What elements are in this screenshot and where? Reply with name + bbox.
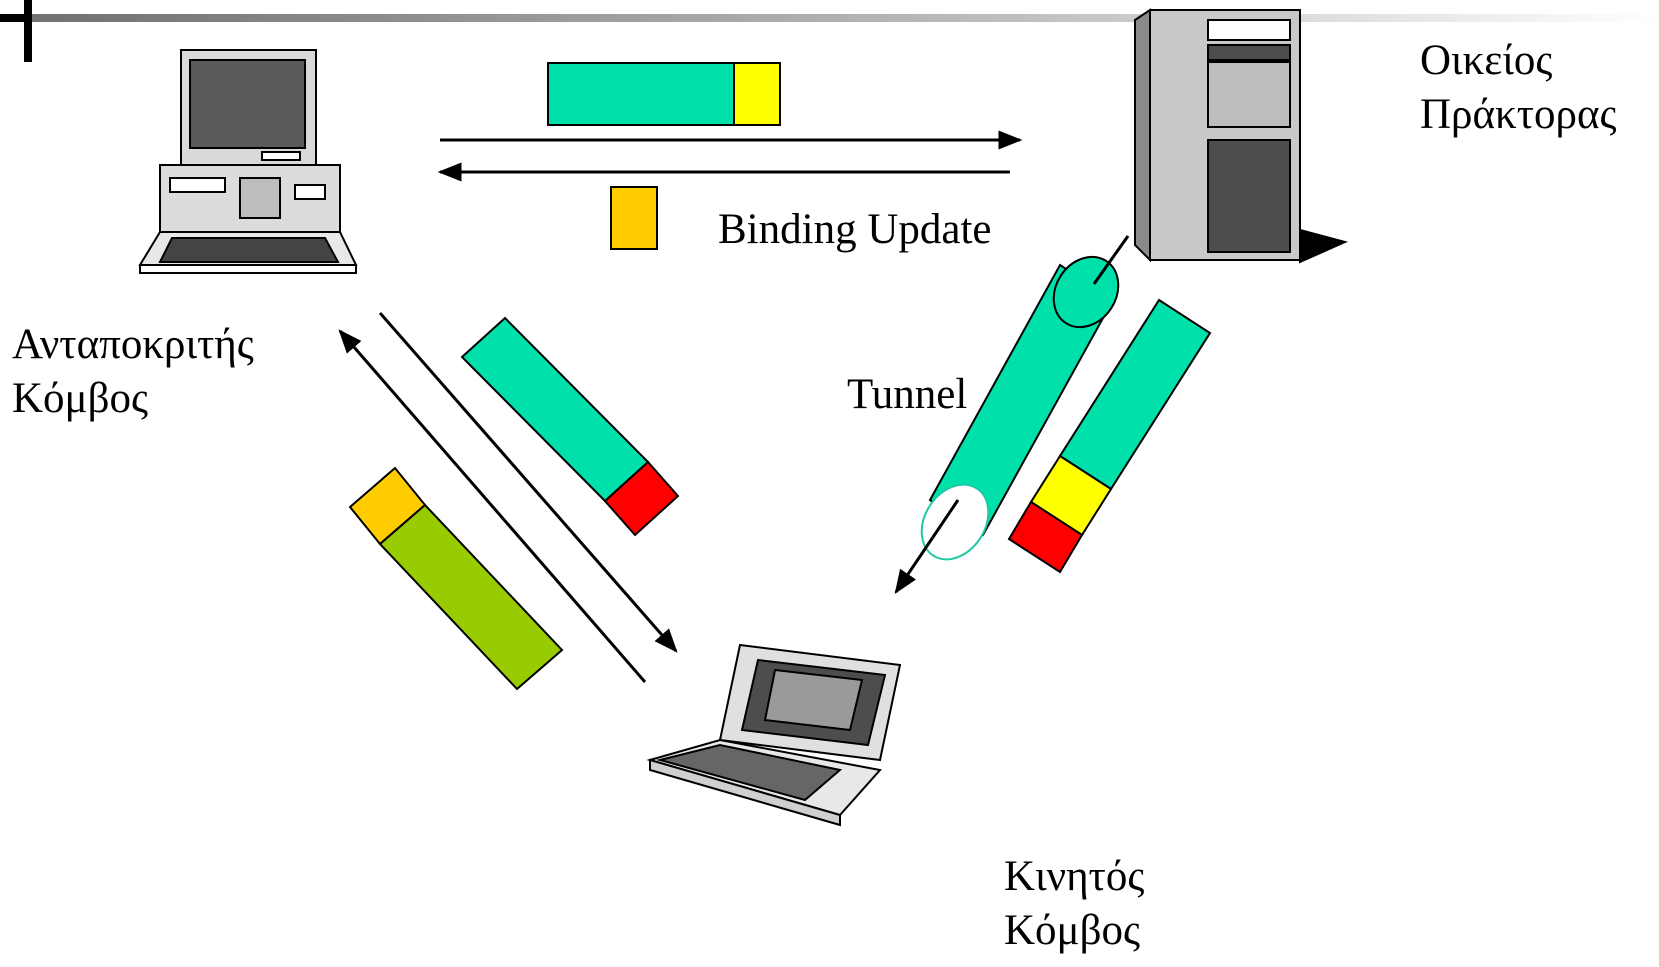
tunnel-label: Tunnel	[847, 368, 967, 422]
laptop-icon	[646, 643, 902, 827]
packet-tunnelled	[1007, 298, 1212, 574]
mobile-node-label-line2: Κόμβος	[1004, 907, 1141, 954]
tunnel-label-text: Tunnel	[847, 371, 968, 418]
tunnel-arrow-out	[894, 499, 960, 594]
tunnel-pipe	[920, 255, 1120, 561]
binding-update-label: Binding Update	[718, 203, 992, 257]
packet-cn-to-mn	[460, 316, 680, 537]
arrow-mn-to-cn	[338, 329, 647, 683]
home-agent-label: Οικείος Πράκτορας	[1420, 34, 1617, 142]
correspondent-node-label-line2: Κόμβος	[12, 375, 149, 422]
tunnel-opening	[920, 483, 990, 561]
arrow-cn-to-mn	[378, 312, 678, 653]
tunnel-line-in	[1092, 235, 1130, 285]
packet-top	[547, 62, 781, 126]
slide-title-bar	[0, 0, 1659, 62]
mobile-node-label-line1: Κινητός	[1004, 853, 1145, 900]
desktop-computer-icon	[138, 49, 358, 274]
mobile-node-label: Κινητός Κόμβος	[1004, 850, 1144, 958]
binding-update-swatch	[610, 186, 658, 250]
home-agent-label-line2: Πράκτορας	[1420, 91, 1617, 138]
correspondent-node-label-line1: Ανταποκριτής	[12, 321, 254, 368]
server-tower-icon	[1134, 8, 1348, 264]
correspondent-node-label: Ανταποκριτής Κόμβος	[12, 318, 254, 426]
binding-update-text: Binding Update	[718, 206, 992, 253]
packet-mn-to-cn	[348, 466, 564, 691]
home-agent-label-line1: Οικείος	[1420, 37, 1553, 84]
